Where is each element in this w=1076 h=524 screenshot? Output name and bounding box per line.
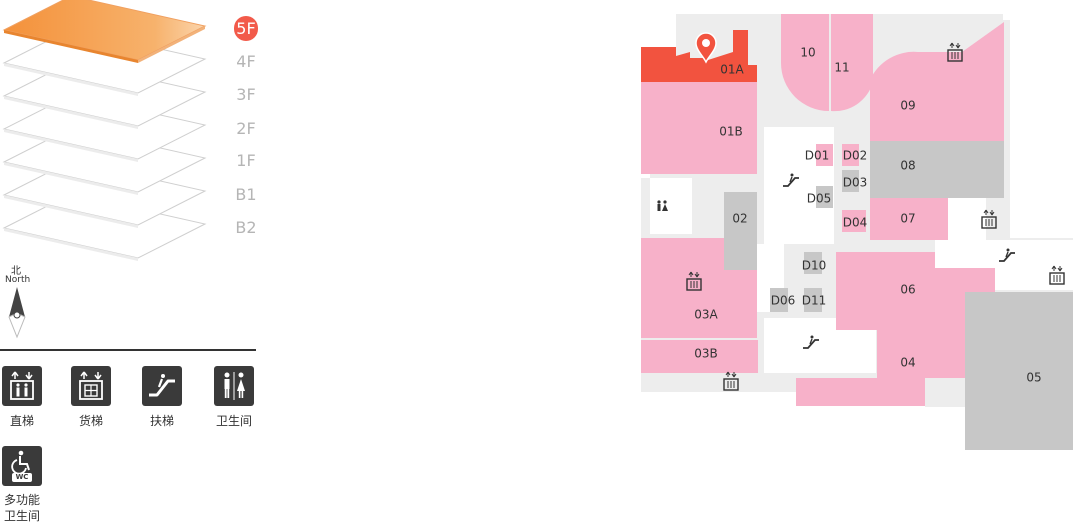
room-label-01a: 01A	[720, 63, 744, 77]
room-label-03a: 03A	[694, 308, 718, 322]
map-freight-elevator-icon[interactable]	[1049, 265, 1065, 285]
map-escalator-icon[interactable]	[783, 173, 799, 187]
compass-needle-icon	[8, 287, 26, 339]
room-label-d05: D05	[807, 192, 832, 206]
floor-button-b1[interactable]: B1	[235, 185, 257, 204]
map-freight-elevator-icon[interactable]	[723, 371, 739, 391]
legend-divider	[0, 349, 256, 351]
restroom-icon	[214, 366, 254, 406]
map-escalator-icon[interactable]	[999, 248, 1015, 262]
compass-label-cn: 北	[11, 266, 21, 277]
room-d01	[816, 144, 833, 166]
room-label-d06: D06	[771, 294, 796, 308]
map-escalator-icon[interactable]	[803, 335, 819, 349]
room-d05	[816, 186, 833, 208]
room-10	[781, 14, 829, 111]
room-05	[965, 292, 1073, 450]
elevator-icon	[2, 366, 42, 406]
legend-label-elevator: 直梯	[9, 414, 34, 428]
map-freight-elevator-icon[interactable]	[686, 271, 702, 291]
room-d11	[804, 288, 822, 312]
legend-label-restroom: 卫生间	[215, 414, 252, 428]
room-label-06: 06	[900, 283, 915, 297]
room-d04	[842, 210, 866, 232]
room-label-11: 11	[834, 61, 849, 75]
room-label-07: 07	[900, 212, 915, 226]
room-label-d11: D11	[802, 294, 827, 308]
room-label-08: 08	[900, 159, 915, 173]
accessible-restroom-icon: WC	[2, 446, 42, 486]
room-01a-highlighted[interactable]	[641, 30, 757, 82]
floor-button-5f[interactable]: 5F	[234, 16, 258, 41]
room-label-04: 04	[900, 356, 915, 370]
room-label-09: 09	[900, 99, 915, 113]
escalator-icon	[142, 366, 182, 406]
room-06	[836, 252, 995, 330]
room-label-d01: D01	[805, 149, 830, 163]
room-label-d10: D10	[802, 259, 827, 273]
room-07	[870, 198, 948, 240]
room-09	[870, 22, 1004, 141]
floor-plate-5f-active[interactable]	[2, 0, 207, 63]
legend-label-accessible-restroom: 多功能 卫生间	[0, 492, 52, 524]
map-freight-elevator-icon[interactable]	[981, 209, 997, 229]
room-d06	[770, 288, 788, 312]
accessible-badge-text: WC	[15, 473, 29, 481]
legend-label-accessible-line2: 卫生间	[3, 509, 40, 523]
floor-button-1f[interactable]: 1F	[236, 151, 256, 170]
map-restroom-icon[interactable]	[657, 200, 668, 211]
compass-label-en: North	[5, 275, 31, 285]
room-label-03b: 03B	[694, 347, 718, 361]
floor-button-4f[interactable]: 4F	[236, 52, 256, 71]
room-label-01b: 01B	[719, 125, 743, 139]
floor-button-2f[interactable]: 2F	[236, 119, 256, 138]
room-d03	[842, 170, 859, 192]
room-03a-ext	[692, 238, 757, 338]
legend-label-freight-elevator: 货梯	[78, 414, 103, 428]
room-02	[724, 192, 757, 270]
freight-elevator-icon	[71, 366, 111, 406]
room-01b	[641, 82, 757, 174]
room-label-d04: D04	[843, 216, 868, 230]
location-pin-icon[interactable]	[695, 32, 717, 64]
room-11	[831, 14, 873, 112]
map-freight-elevator-icon[interactable]	[947, 42, 963, 62]
room-label-d03: D03	[843, 176, 868, 190]
room-d02	[842, 144, 859, 166]
legend-label-escalator: 扶梯	[149, 414, 174, 428]
floor-button-3f[interactable]: 3F	[236, 85, 256, 104]
room-04	[796, 330, 992, 406]
room-08	[870, 141, 1004, 198]
room-03b	[641, 340, 758, 373]
legend-label-accessible-line1: 多功能	[3, 493, 40, 507]
room-label-05: 05	[1026, 371, 1041, 385]
room-d10	[804, 252, 822, 274]
floor-button-b2[interactable]: B2	[235, 218, 257, 237]
room-label-d02: D02	[843, 149, 868, 163]
floor-stack	[2, 0, 207, 261]
room-label-10: 10	[800, 46, 815, 60]
room-label-02: 02	[732, 212, 747, 226]
